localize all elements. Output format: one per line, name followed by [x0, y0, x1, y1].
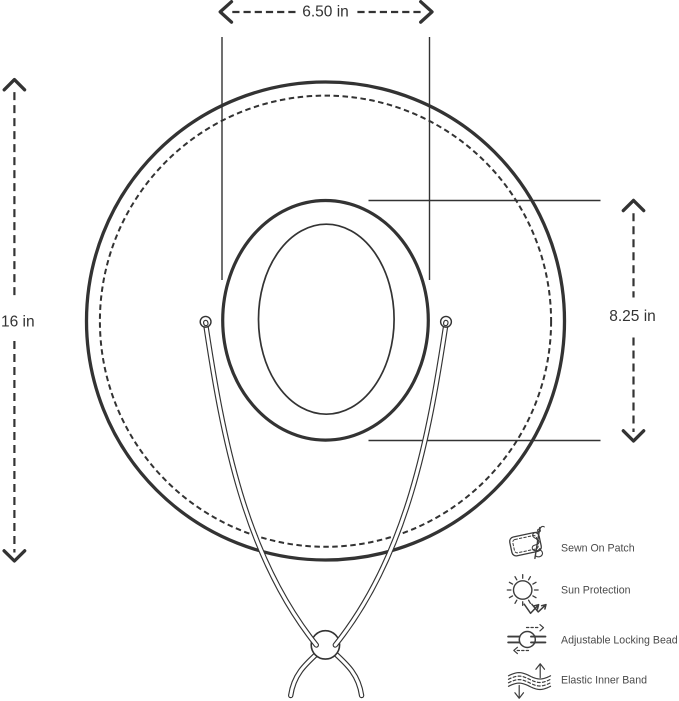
svg-text:Adjustable Locking Bead: Adjustable Locking Bead	[561, 634, 678, 646]
svg-text:Sun Protection: Sun Protection	[561, 585, 631, 597]
svg-text:Sewn On Patch: Sewn On Patch	[561, 543, 635, 555]
svg-text:16 in: 16 in	[1, 313, 35, 330]
svg-text:6.50 in: 6.50 in	[302, 4, 349, 21]
svg-text:8.25 in: 8.25 in	[609, 308, 656, 325]
svg-text:Elastic Inner Band: Elastic Inner Band	[561, 674, 647, 686]
